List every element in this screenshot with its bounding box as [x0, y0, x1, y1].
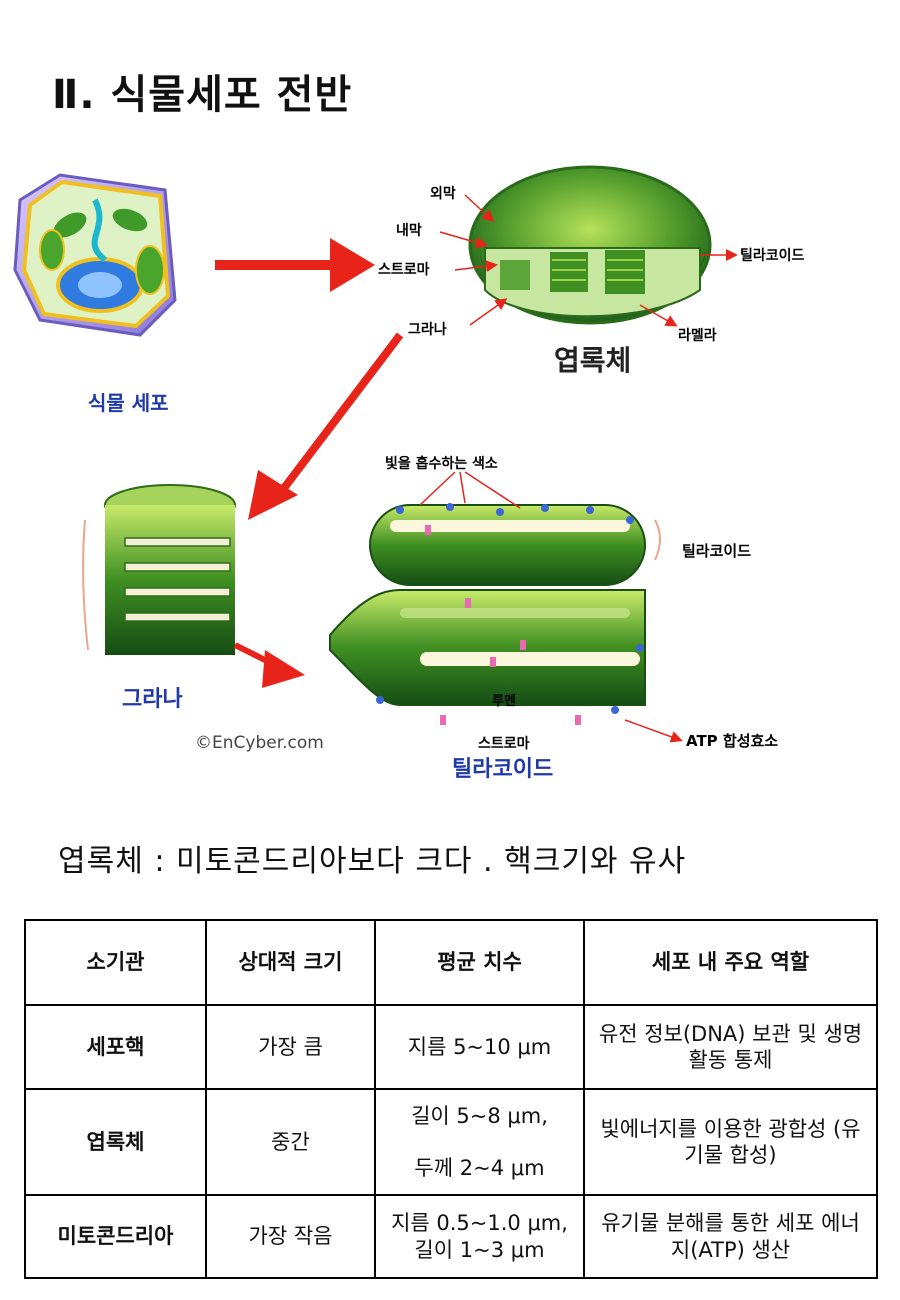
header-organelle: 소기관	[24, 919, 207, 1006]
table-row: 세포핵 가장 큼 지름 5~10 μm 유전 정보(DNA) 보관 및 생명 활…	[24, 1004, 878, 1090]
organelle-name: 엽록체	[24, 1088, 207, 1196]
stroma-top-label: 스트로마	[378, 262, 430, 278]
organelle-dimension: 길이 5~8 μm, 두께 2~4 μm	[374, 1088, 585, 1196]
thylakoid-top-label: 틸라코이드	[740, 247, 805, 264]
dimension-line: 길이 1~3 μm	[414, 1237, 545, 1262]
inner-membrane-label: 내막	[396, 222, 422, 239]
header-average-dimension: 평균 치수	[374, 919, 585, 1006]
table-row: 미토콘드리아 가장 작음 지름 0.5~1.0 μm, 길이 1~3 μm 유기…	[24, 1194, 878, 1279]
plant-cell-illustration	[13, 173, 177, 337]
organelle-size: 가장 큼	[205, 1004, 376, 1090]
organelle-dimension: 지름 0.5~1.0 μm, 길이 1~3 μm	[374, 1194, 585, 1279]
grana-label: 그라나	[122, 687, 183, 712]
chloroplast-figure: 식물 세포 엽록체 외막	[0, 120, 900, 820]
lamella-label: 라멜라	[678, 328, 717, 344]
atp-callout	[624, 719, 683, 743]
chloroplast-callouts	[439, 194, 738, 327]
arrow-cell-to-chloroplast	[215, 238, 375, 292]
stroma-bottom-label: 스트로마	[478, 736, 530, 752]
organelle-table: 소기관 상대적 크기 평균 치수 세포 내 주요 역할 세포핵 가장 큼 지름 …	[24, 919, 878, 1279]
organelle-role: 유기물 분해를 통한 세포 에너지(ATP) 생산	[583, 1194, 878, 1279]
atp-synthase-label: ATP 합성효소	[686, 732, 778, 750]
pigment-label: 빛을 흡수하는 색소	[385, 455, 498, 472]
chloroplast-illustration	[468, 165, 712, 325]
organelle-name: 세포핵	[24, 1004, 207, 1090]
organelle-dimension: 지름 5~10 μm	[374, 1004, 585, 1090]
organelle-size: 가장 작음	[205, 1194, 376, 1279]
header-relative-size: 상대적 크기	[205, 919, 376, 1006]
arrow-grana-to-thylakoid	[233, 642, 305, 688]
arrow-chloroplast-to-grana	[248, 332, 404, 520]
outer-membrane-label: 외막	[430, 185, 456, 202]
organelle-size: 중간	[205, 1088, 376, 1196]
dimension-line: 길이 5~8 μm,	[411, 1103, 548, 1128]
page-title: Ⅱ. 식물세포 전반	[52, 72, 353, 118]
copyright-text: ©EnCyber.com	[195, 733, 324, 753]
dimension-line: 지름 5~10 μm	[407, 1034, 552, 1059]
grana-illustration	[82, 484, 236, 655]
pigment-callouts	[419, 471, 521, 509]
table-row: 엽록체 중간 길이 5~8 μm, 두께 2~4 μm 빛에너지를 이용한 광합…	[24, 1088, 878, 1196]
dimension-line: 두께 2~4 μm	[414, 1156, 545, 1180]
thylakoid-right-label: 틸라코이드	[682, 542, 751, 560]
thylakoid-illustration	[329, 503, 661, 725]
thylakoid-bottom-label: 틸라코이드	[452, 757, 553, 782]
organelle-name: 미토콘드리아	[24, 1194, 207, 1279]
organelle-role: 빛에너지를 이용한 광합성 (유기물 합성)	[583, 1088, 878, 1196]
table-header-row: 소기관 상대적 크기 평균 치수 세포 내 주요 역할	[24, 919, 878, 1006]
grana-top-label: 그라나	[408, 322, 447, 338]
lumen-label: 루멘	[492, 693, 516, 709]
chloroplast-label: 엽록체	[554, 344, 631, 377]
organelle-role: 유전 정보(DNA) 보관 및 생명 활동 통제	[583, 1004, 878, 1090]
dimension-line: 지름 0.5~1.0 μm,	[391, 1211, 568, 1236]
header-role: 세포 내 주요 역할	[583, 919, 878, 1006]
chloroplast-caption: 엽록체 : 미토콘드리아보다 크다 . 핵크기와 유사	[58, 844, 687, 879]
plant-cell-label: 식물 세포	[88, 391, 169, 415]
